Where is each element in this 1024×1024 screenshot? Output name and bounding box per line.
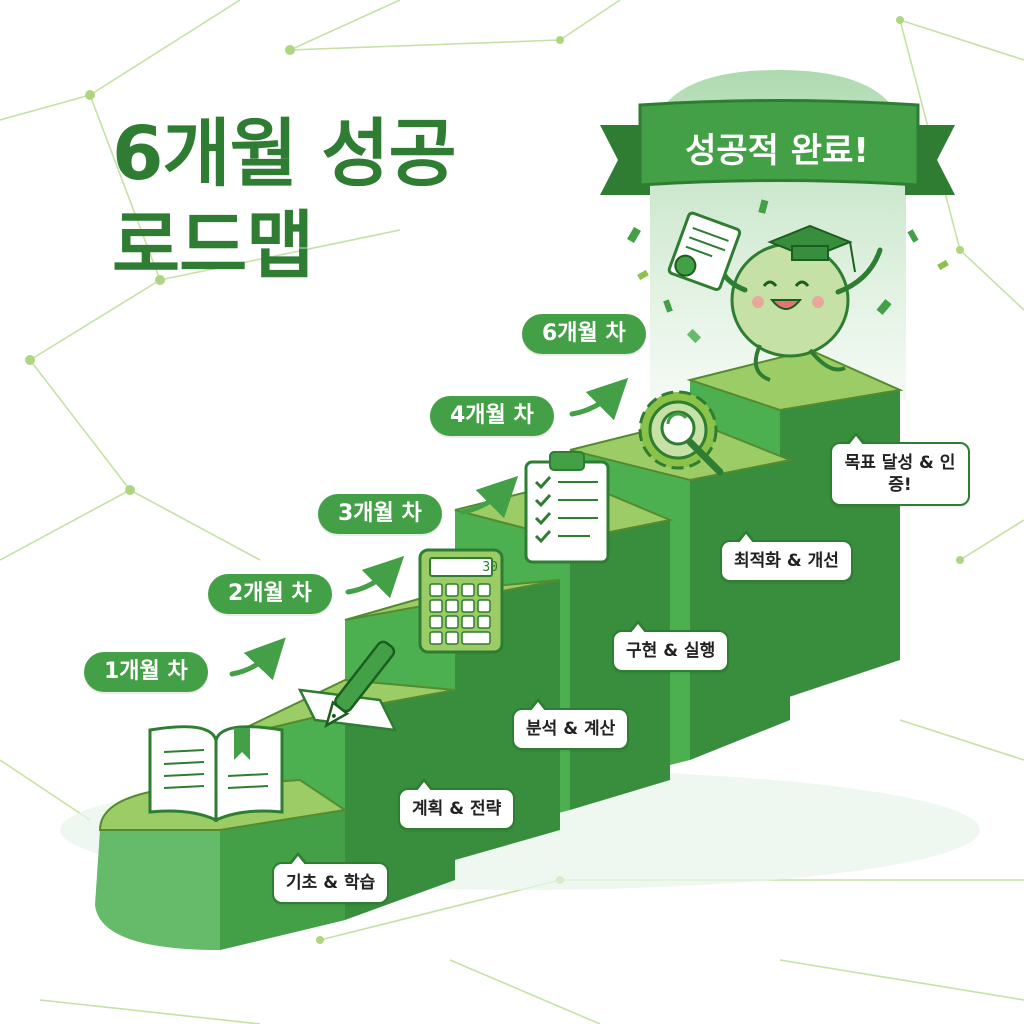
month-pill-2: 2개월 차 [208,574,332,614]
confetti [627,199,949,344]
month-pill-6: 6개월 차 [522,314,646,354]
month-pill-1: 1개월 차 [84,652,208,692]
arrow-3 [459,475,519,519]
calculator-display: 30 [482,560,498,575]
title-line-1: 6개월 성공 [112,111,457,197]
calculator-icon [418,548,504,654]
step-5-side [690,460,790,760]
progress-arrows [229,377,629,681]
step-label-6: 목표 달성 & 인증! [830,432,970,506]
title-line-2: 로드맵 [112,203,314,289]
step-6-top [686,348,904,412]
banner-text: 성공적 완료! [685,131,869,171]
arrow-1 [229,637,286,681]
success-banner [600,99,955,195]
fountain-pen-icon [297,640,398,732]
step-label-4: 구현 & 실행 [612,620,730,672]
arrow-4 [569,377,629,421]
open-book-icon [148,725,284,823]
certificate-icon [667,211,742,291]
step-label-2: 계획 & 전략 [398,778,516,830]
gear-wrench-icon [638,390,724,476]
mascot-graduate-icon [717,224,883,382]
step-1-front [95,830,220,950]
month-pill-4: 4개월 차 [430,396,554,436]
arrow-2 [345,555,405,599]
month-pill-3: 3개월 차 [318,494,442,534]
page-title: 6개월 성공 로드맵 [112,108,457,292]
step-label-1: 기초 & 학습 [272,852,390,904]
step-label-5: 최적화 & 개선 [720,530,853,582]
clipboard-checklist-icon [524,451,610,564]
step-label-3: 분석 & 계산 [512,698,630,750]
